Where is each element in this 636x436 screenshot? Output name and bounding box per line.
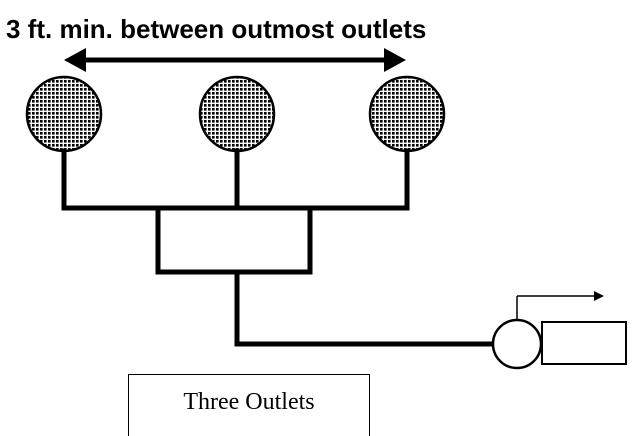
mesh-circle-outlet-icon: [198, 75, 276, 153]
flow-direction-arrow-icon: [516, 291, 604, 319]
pump-circle: [491, 318, 543, 370]
outlet-right: [368, 75, 446, 153]
double-headed-arrow-icon: [64, 48, 406, 72]
pump-motor-icon: [491, 318, 627, 370]
mesh-circle-outlet-icon: [25, 75, 103, 153]
mesh-circle-outlet-icon: [368, 75, 446, 153]
motor-box: [541, 321, 627, 365]
outlet-left: [25, 75, 103, 153]
caption-label: Three Outlets: [183, 389, 315, 415]
piping-network: [61, 148, 497, 347]
caption-box: Three Outlets: [128, 374, 370, 436]
diagram-heading: 3 ft. min. between outmost outlets: [6, 14, 426, 44]
outlet-center: [198, 75, 276, 153]
